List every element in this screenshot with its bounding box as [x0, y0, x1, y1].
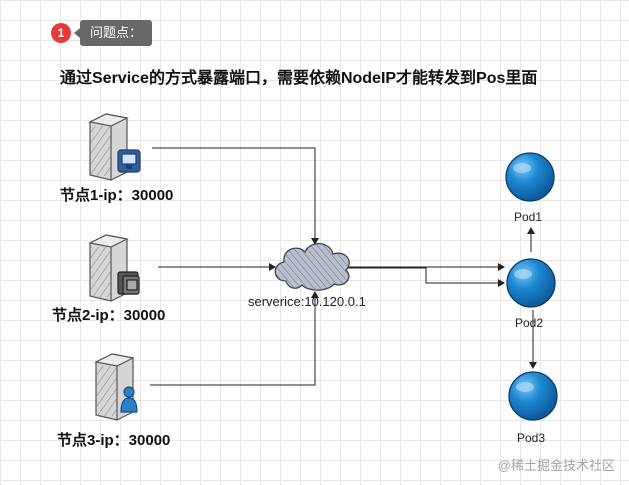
- node1-label: 节点1-ip：30000: [60, 187, 174, 204]
- server-node2-icon: [88, 234, 140, 302]
- node2-label: 节点2-ip：30000: [52, 307, 166, 324]
- issue-note-label: 问题点：: [73, 20, 153, 46]
- server-node1-icon: [88, 113, 141, 181]
- connector-service-pod2: [345, 263, 505, 287]
- pod3-label: Pod3: [517, 431, 546, 445]
- node3-label: 节点3-ip：30000: [57, 432, 171, 449]
- server-node3-icon: [94, 353, 138, 421]
- issue-number-badge: 1: [51, 23, 71, 43]
- pod2-label: Pod2: [515, 316, 544, 330]
- watermark-text: @稀土掘金技术社区: [497, 458, 615, 473]
- diagram-headline: 通过Service的方式暴露端口，需要依赖NodeIP才能转发到Pos里面: [60, 70, 538, 87]
- service-label: serverice:10.120.0.1: [248, 294, 366, 309]
- pod1-label: Pod1: [514, 210, 543, 224]
- pod3-sphere-icon: [508, 371, 558, 421]
- connector-node3-service: [150, 291, 319, 386]
- connector-node1-service: [152, 147, 319, 245]
- cloud-service-icon: [274, 242, 350, 291]
- pod1-sphere-icon: [505, 152, 555, 202]
- pod2-sphere-icon: [506, 258, 556, 308]
